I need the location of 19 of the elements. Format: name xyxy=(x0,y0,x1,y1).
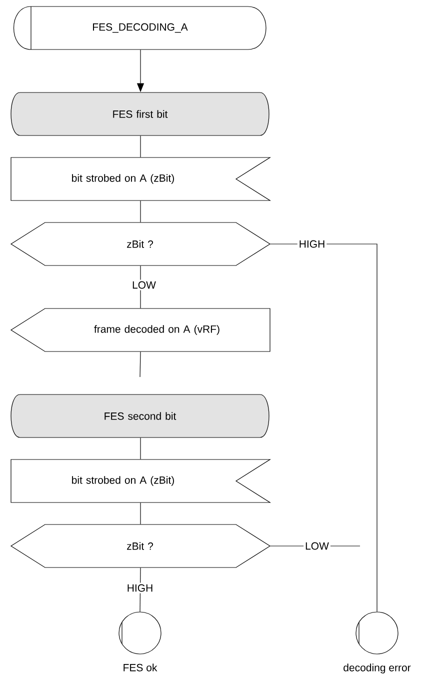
connector-line xyxy=(140,200,141,222)
edge-label: HIGH xyxy=(297,238,327,250)
procedure-box: FES first bit xyxy=(10,92,270,136)
edge-label: LOW xyxy=(304,540,330,552)
edge-label: LOW xyxy=(130,280,158,290)
stop-circle xyxy=(118,612,162,654)
connector-line xyxy=(140,438,141,460)
start-terminal: FES_DECODING_A xyxy=(13,6,266,50)
connector-line xyxy=(270,244,378,612)
node-caption: FES ok xyxy=(124,664,158,672)
input-signal-box: bit strobed on A (zBit) xyxy=(10,157,272,201)
stop-circle xyxy=(356,612,398,654)
input-signal-box: bit strobed on A (zBit) xyxy=(10,459,272,503)
connector-line xyxy=(140,136,141,158)
connector-line xyxy=(140,352,141,378)
edge-label: HIGH xyxy=(125,582,155,594)
connector-line xyxy=(140,502,141,524)
node-caption: decoding error xyxy=(344,664,411,674)
procedure-box: FES second bit xyxy=(10,394,270,438)
